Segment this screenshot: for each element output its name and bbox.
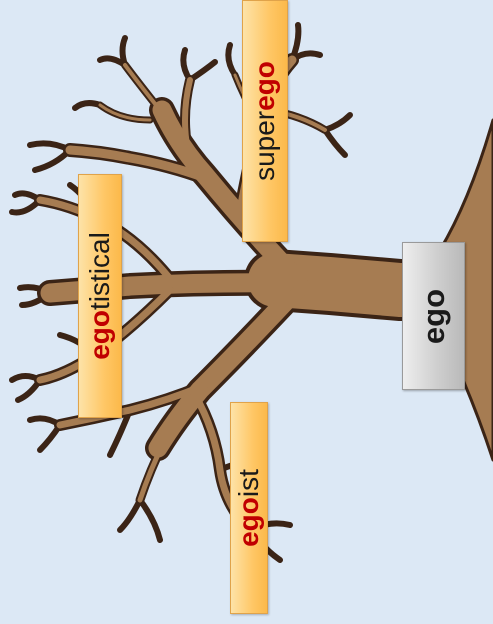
word-card-superego: superego (242, 0, 288, 242)
word-egoist: egoist (235, 469, 263, 547)
word-suffix: tistical (84, 232, 115, 310)
root-word: ego (418, 288, 449, 343)
word-root-part: ego (233, 497, 264, 547)
word-suffix: ist (233, 469, 264, 497)
word-card-egoist: egoist (230, 402, 268, 614)
word-root-part: ego (84, 310, 115, 360)
word-card-egotistical: egotistical (78, 174, 122, 418)
word-superego: superego (251, 61, 279, 181)
word-egotistical: egotistical (86, 232, 114, 360)
word-root-part: ego (249, 61, 280, 111)
root-card-ego: ego (402, 242, 465, 390)
word-prefix: super (249, 111, 280, 181)
